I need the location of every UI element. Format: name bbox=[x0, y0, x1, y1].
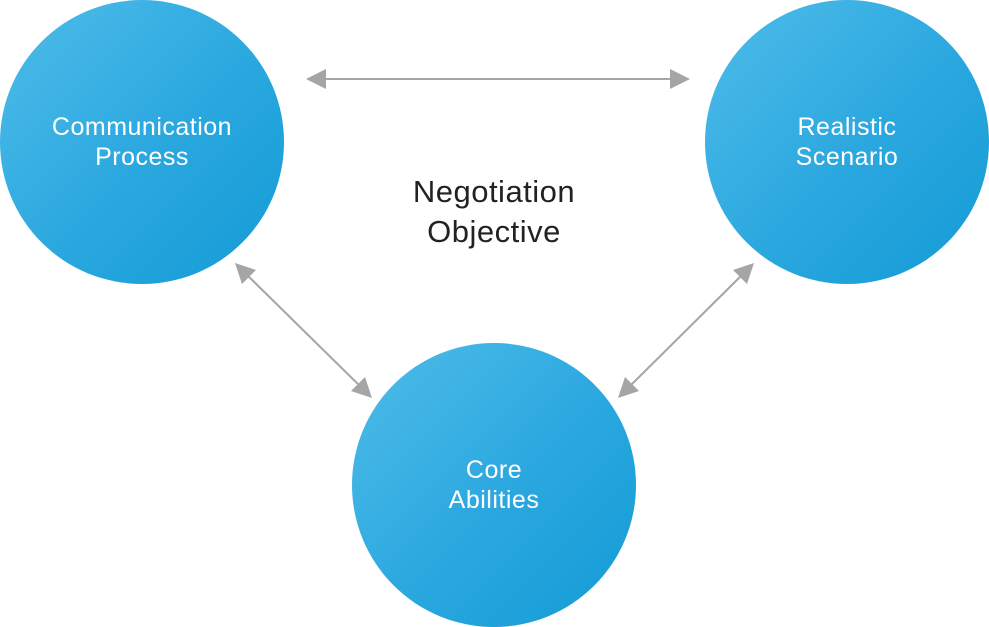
node-label-line: Core bbox=[465, 456, 523, 484]
node-label: Realistic Scenario bbox=[796, 112, 899, 172]
node-core-abilities: Core Abilities bbox=[352, 343, 636, 627]
node-label-line: Process bbox=[95, 143, 189, 171]
node-label-line: Realistic bbox=[797, 113, 897, 141]
diagram-title: Negotiation Objective bbox=[348, 172, 640, 252]
connector-realistic-core bbox=[618, 263, 754, 398]
arrowhead-right-icon bbox=[670, 69, 690, 89]
connector-line bbox=[243, 271, 364, 390]
node-label-line: Abilities bbox=[448, 486, 540, 514]
node-label-line: Communication bbox=[51, 113, 233, 141]
diagram-title-line: Objective bbox=[427, 214, 561, 249]
node-label: Core Abilities bbox=[449, 455, 540, 515]
arrowhead-left-icon bbox=[306, 69, 326, 89]
arrowhead-down-right-icon bbox=[351, 377, 372, 398]
arrowhead-up-left-icon bbox=[235, 263, 256, 284]
diagram-title-line: Negotiation bbox=[412, 174, 576, 209]
node-label: Communication Process bbox=[52, 112, 232, 172]
node-label-line: Scenario bbox=[795, 143, 899, 171]
node-realistic-scenario: Realistic Scenario bbox=[705, 0, 989, 284]
arrowhead-up-right-icon bbox=[733, 263, 754, 284]
node-communication-process: Communication Process bbox=[0, 0, 284, 284]
arrowhead-down-left-icon bbox=[618, 377, 639, 398]
connector-communication-realistic bbox=[306, 69, 690, 89]
connector-line bbox=[626, 271, 746, 390]
connector-communication-core bbox=[235, 263, 372, 398]
